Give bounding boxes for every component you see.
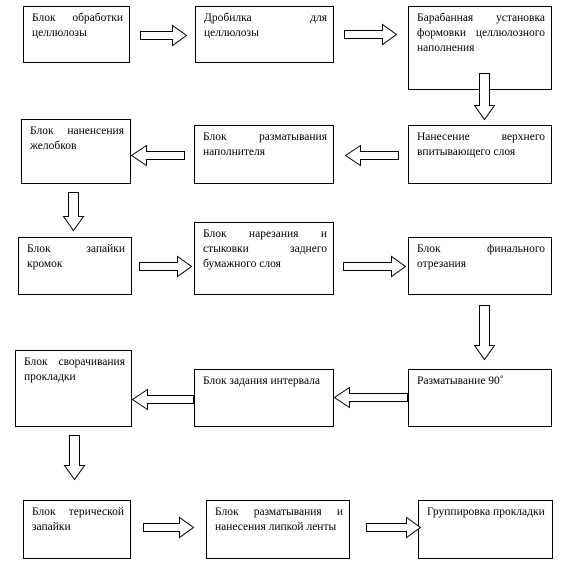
block-back-paper-cutting: Блок нарезания и стыковки заднего бумажн… — [194, 222, 334, 295]
block-adhesive-tape-unwinding: Блок разматывания и нанесения липкой лен… — [206, 500, 350, 559]
arrow-right — [366, 516, 422, 539]
arrow-left — [344, 144, 399, 167]
arrow-down — [63, 435, 86, 481]
block-pad-grouping: Группировка прокладки — [418, 500, 553, 559]
block-final-cutting: Блок финального отрезания — [408, 237, 552, 295]
block-edge-sealing: Блок запайки кромок — [18, 237, 132, 295]
block-filler-unwinding: Блок разматывания наполнителя — [194, 125, 334, 184]
block-interval-setting: Блок задания интервала — [194, 369, 334, 427]
arrow-left — [333, 386, 408, 409]
arrow-down — [62, 192, 85, 232]
arrow-down — [473, 73, 496, 121]
arrow-down — [473, 305, 496, 361]
arrow-right — [140, 24, 188, 47]
block-pad-folding: Блок сворачивания прокладки — [15, 350, 132, 427]
block-thermal-sealing: Блок терической запайки — [23, 500, 131, 559]
arrow-right — [344, 23, 398, 46]
arrow-right — [139, 255, 193, 278]
arrow-left — [130, 144, 185, 167]
block-grooves-application: Блок наненсения желобков — [21, 119, 131, 184]
arrow-left — [131, 388, 194, 411]
arrow-right — [343, 255, 407, 278]
block-cellulose-crusher: Дробилка для целлюлозы — [195, 6, 334, 63]
block-unwinding-90: Разматывание 90˚ — [408, 369, 552, 427]
block-cellulose-processing: Блок обработки целлюлозы — [23, 6, 130, 63]
arrow-right — [143, 516, 195, 539]
block-top-absorbent-layer: Нанесение верхнего впитывающего слоя — [408, 125, 552, 184]
